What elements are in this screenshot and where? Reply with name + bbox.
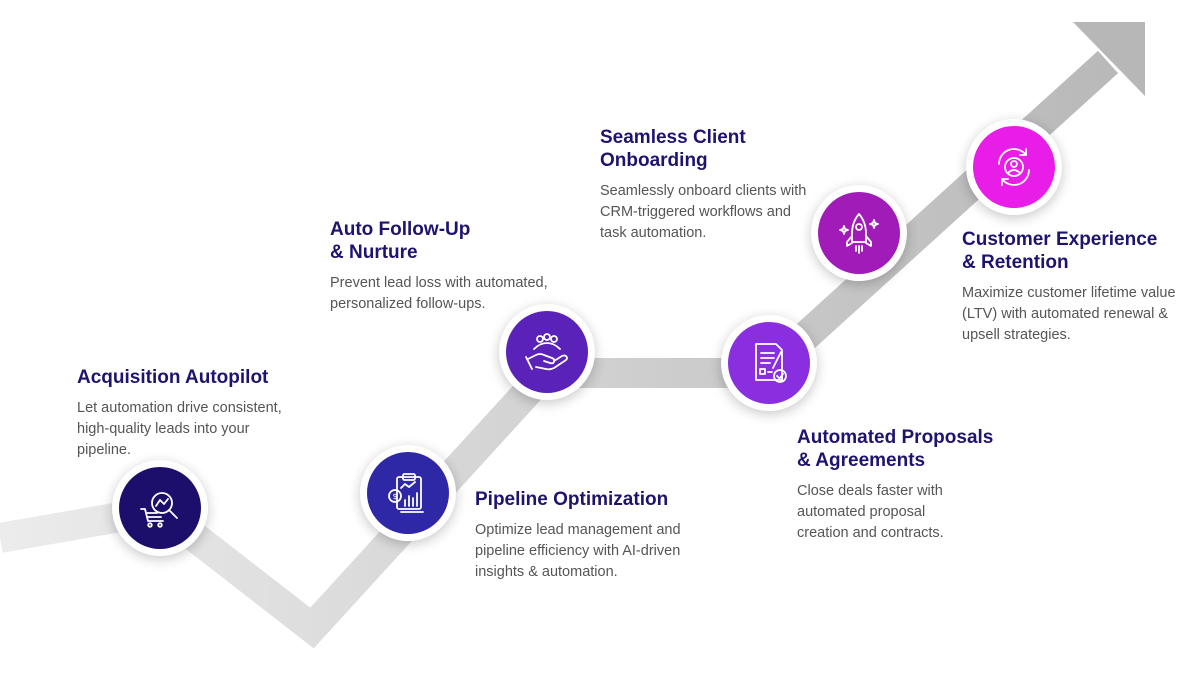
step-4-description: Close deals faster with automated propos…	[797, 483, 944, 541]
step-3-icon-badge	[499, 304, 595, 400]
step-5-icon-badge	[811, 185, 907, 281]
step-3-description: Prevent lead loss with automated, person…	[330, 275, 548, 312]
step-5-title: Seamless Client Onboarding	[600, 127, 746, 171]
step-5-text: Seamless Client Onboarding Seamlessly on…	[600, 126, 840, 244]
step-3-text: Auto Follow-Up & Nurture Prevent lead lo…	[330, 218, 570, 315]
arrow-head-icon	[1073, 22, 1145, 96]
document-check-icon	[755, 343, 787, 383]
rocket-icon	[839, 213, 879, 254]
step-1-description: Let automation drive consistent, high-qu…	[77, 400, 282, 458]
hand-people-icon	[525, 333, 568, 371]
step-6-title: Customer Experience & Retention	[962, 229, 1158, 273]
step-2-description: Optimize lead management and pipeline ef…	[475, 522, 681, 580]
step-6-description: Maximize customer lifetime value (LTV) w…	[962, 285, 1176, 343]
clipboard-chart-icon: $	[388, 473, 424, 513]
cart-analytics-icon	[140, 492, 178, 528]
step-6-icon-badge	[966, 119, 1062, 215]
step-2-text: Pipeline Optimization Optimize lead mana…	[475, 488, 715, 583]
step-3-title: Auto Follow-Up & Nurture	[330, 219, 471, 263]
svg-text:$: $	[392, 492, 397, 501]
step-4-icon-badge	[721, 315, 817, 411]
step-2-title: Pipeline Optimization	[475, 489, 669, 510]
step-1-text: Acquisition Autopilot Let automation dri…	[77, 366, 317, 461]
step-5-description: Seamlessly onboard clients with CRM-trig…	[600, 183, 807, 241]
step-6-text: Customer Experience & Retention Maximize…	[962, 228, 1198, 346]
step-2-icon-badge: $	[360, 445, 456, 541]
step-1-title: Acquisition Autopilot	[77, 367, 269, 388]
step-4-text: Automated Proposals & Agreements Close d…	[797, 426, 1037, 544]
step-1-icon-badge	[112, 460, 208, 556]
step-4-title: Automated Proposals & Agreements	[797, 427, 994, 471]
person-cycle-icon	[998, 148, 1030, 186]
